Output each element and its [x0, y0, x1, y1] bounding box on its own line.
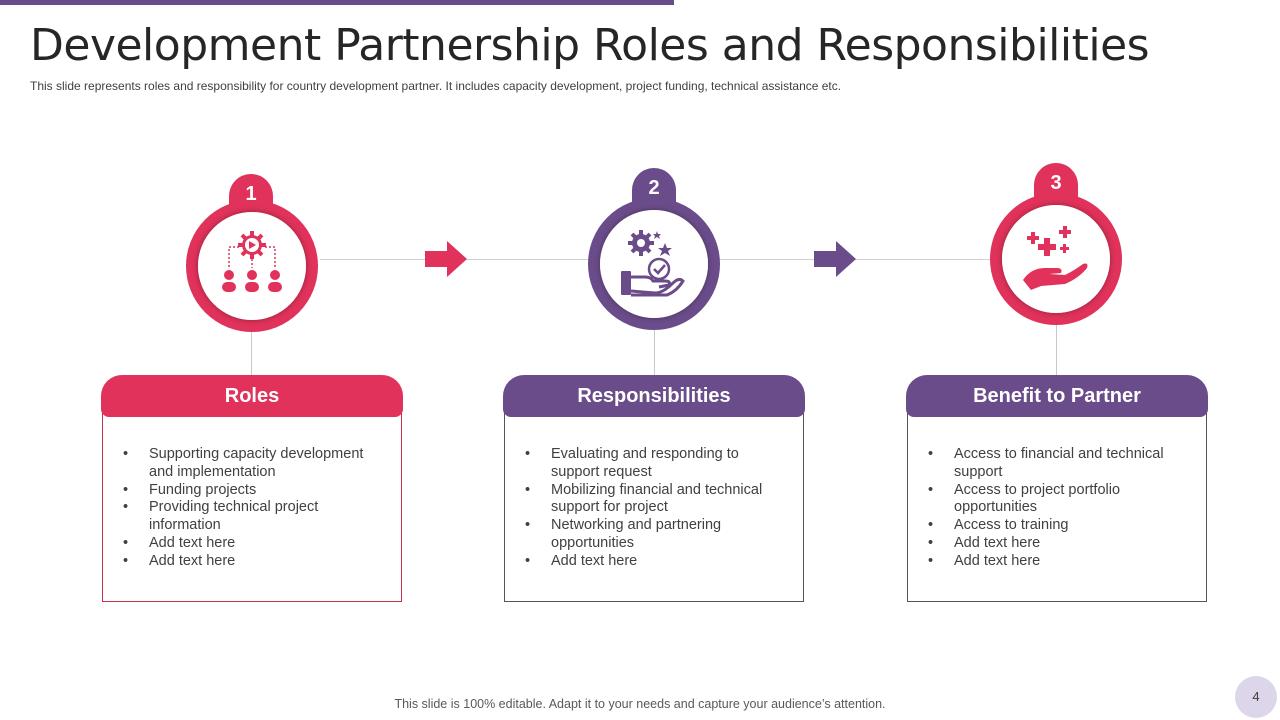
icon-circle [1002, 205, 1110, 313]
list-item: Access to training [928, 517, 1188, 535]
top-accent-bar [0, 0, 674, 5]
list-item: Add text here [525, 553, 785, 571]
team-gear-icon [222, 231, 282, 292]
list-item: Add text here [123, 535, 383, 553]
list-item: Add text here [928, 535, 1188, 553]
list-item: Funding projects [123, 482, 383, 500]
icon-ring [588, 198, 720, 330]
list-item: Evaluating and responding to support req… [525, 446, 785, 482]
step-connector [654, 330, 655, 376]
footer-note: This slide is 100% editable. Adapt it to… [394, 697, 886, 711]
icon-circle [198, 212, 306, 320]
responsibilities-list: Evaluating and responding to support req… [525, 446, 785, 571]
slide-title: Development Partnership Roles and Respon… [30, 20, 1150, 71]
list-item: Networking and partnering opportunities [525, 517, 785, 553]
responsibilities-card: Evaluating and responding to support req… [504, 390, 804, 602]
arrow-right-icon [814, 241, 856, 277]
list-item: Add text here [928, 553, 1188, 571]
list-item: Supporting capacity development and impl… [123, 446, 383, 482]
list-item: Access to financial and technical suppor… [928, 446, 1188, 482]
roles-card: Supporting capacity development and impl… [102, 390, 402, 602]
list-item: Access to project portfolio opportunitie… [928, 482, 1188, 518]
roles-heading: Roles [101, 375, 403, 417]
benefit-card: Access to financial and technical suppor… [907, 390, 1207, 602]
page-number-badge: 4 [1235, 676, 1277, 718]
step-connector [251, 330, 252, 376]
hand-plus-icon [1023, 226, 1088, 290]
responsibilities-heading: Responsibilities [503, 375, 805, 417]
step-connector [1056, 324, 1057, 376]
list-item: Mobilizing financial and technical suppo… [525, 482, 785, 518]
icon-ring [990, 193, 1122, 325]
list-item: Add text here [123, 553, 383, 571]
benefit-heading: Benefit to Partner [906, 375, 1208, 417]
roles-list: Supporting capacity development and impl… [123, 446, 383, 571]
slide-subtitle: This slide represents roles and responsi… [30, 79, 842, 93]
icon-circle [600, 210, 708, 318]
arrow-right-icon [425, 241, 467, 277]
icon-ring [186, 200, 318, 332]
hand-gear-check-icon [621, 230, 685, 297]
benefit-list: Access to financial and technical suppor… [928, 446, 1188, 571]
list-item: Providing technical project information [123, 499, 383, 535]
